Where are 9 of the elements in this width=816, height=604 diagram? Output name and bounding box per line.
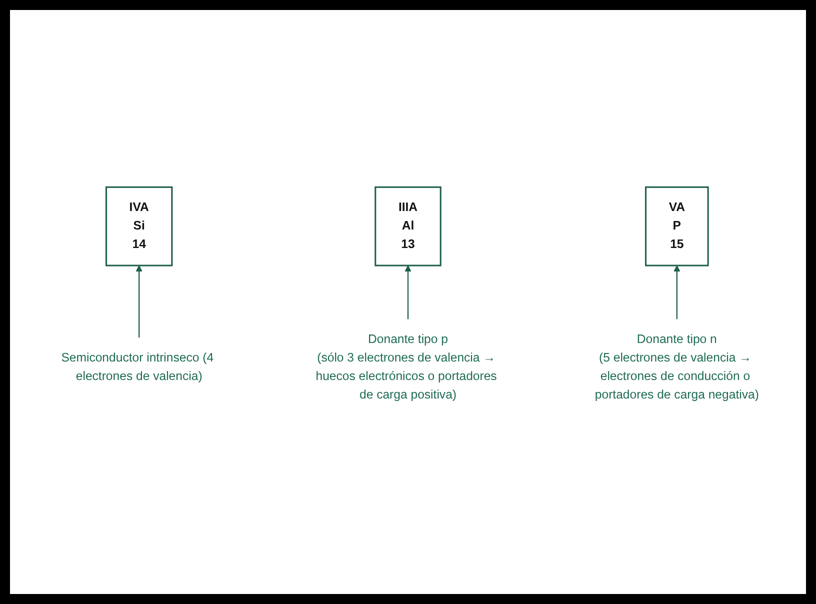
node-box: IVA Si 14 bbox=[105, 186, 173, 267]
arrow bbox=[404, 266, 412, 320]
arrow bbox=[136, 266, 142, 338]
node-box: VA P 15 bbox=[645, 186, 709, 267]
node-text: Semiconductor intrinseco (4 electrones de valencia) bbox=[61, 352, 214, 384]
arrow bbox=[674, 266, 680, 320]
node-box: IIIA Al 13 bbox=[374, 186, 442, 267]
node-text: Donante tipo p (sólo 3 electrones de valencia → huecos electrónicos o portadores de carga positiva) bbox=[316, 334, 497, 402]
node-text: Donante tipo n (5 electrones de valencia → electrones de conducción o portadores de carga negativa) bbox=[594, 334, 759, 402]
